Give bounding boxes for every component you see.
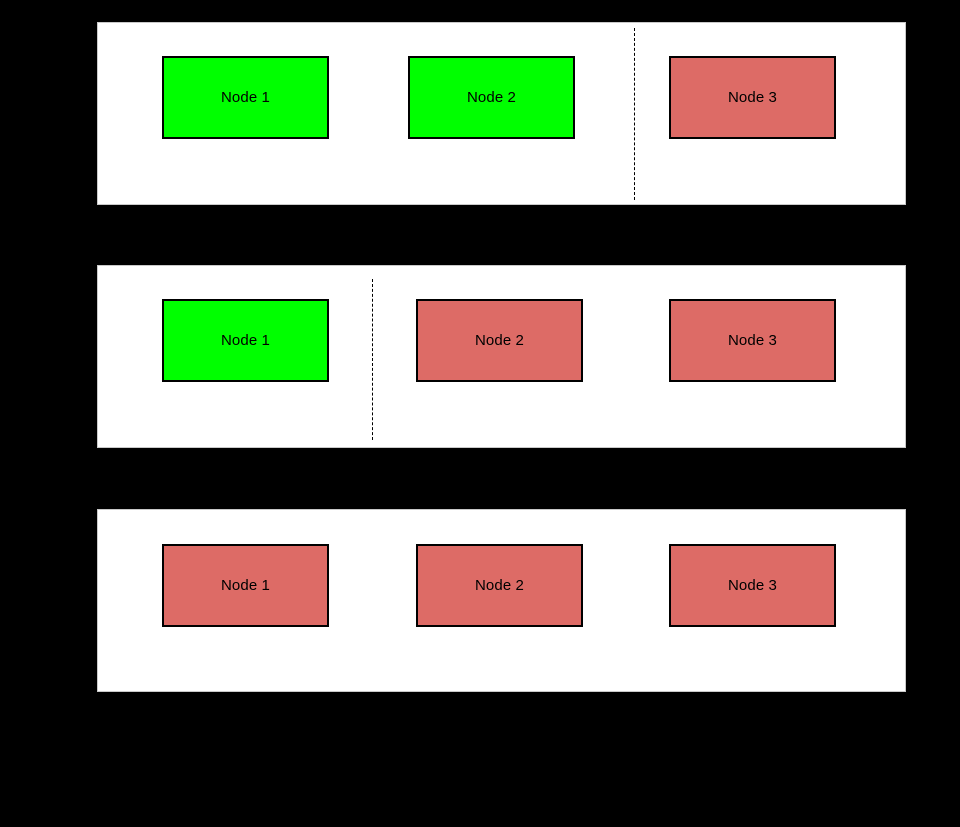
node-box-2-2[interactable]: Node 2 (416, 299, 583, 382)
node-box-3-3[interactable]: Node 3 (669, 544, 836, 627)
node-box-3-2[interactable]: Node 2 (416, 544, 583, 627)
node-box-1-3[interactable]: Node 3 (669, 56, 836, 139)
node-label: Node 3 (728, 89, 777, 106)
node-label: Node 1 (221, 332, 270, 349)
diagram-canvas: Node 1 Node 2 Node 3 Two out of 3 nodes … (97, 22, 906, 778)
node-label: Node 3 (728, 332, 777, 349)
caption-line-1: Two out of 3 nodes are up (416, 220, 590, 237)
panel-scenario-two-down: Node 1 Node 2 Node 3 Two out of 3 nodes … (97, 265, 906, 534)
node-label: Node 3 (728, 577, 777, 594)
node-label: Node 2 (475, 332, 524, 349)
panel-scenario-all-down: Node 1 Node 2 Node 3 All Nodes are down … (97, 509, 906, 778)
panel-caption: All Nodes are down Majority Fails & Clus… (233, 643, 773, 827)
caption-line-1: All Nodes are down (437, 692, 569, 709)
node-label: Node 1 (221, 89, 270, 106)
node-box-2-1[interactable]: Node 1 (162, 299, 329, 382)
node-box-1-2[interactable]: Node 2 (408, 56, 575, 139)
node-label: Node 1 (221, 577, 270, 594)
quorum-divider-line (634, 28, 635, 200)
node-label: Node 2 (475, 577, 524, 594)
caption-line-1: Two out of 3 nodes are down (406, 448, 600, 465)
quorum-divider-line (372, 279, 373, 440)
node-box-3-1[interactable]: Node 1 (162, 544, 329, 627)
panel-scenario-two-up: Node 1 Node 2 Node 3 Two out of 3 nodes … (97, 22, 906, 306)
node-box-1-1[interactable]: Node 1 (162, 56, 329, 139)
node-label: Node 2 (467, 89, 516, 106)
node-box-2-3[interactable]: Node 3 (669, 299, 836, 382)
caption-line-2: Majority Fails & Cluster Stops (404, 761, 602, 778)
